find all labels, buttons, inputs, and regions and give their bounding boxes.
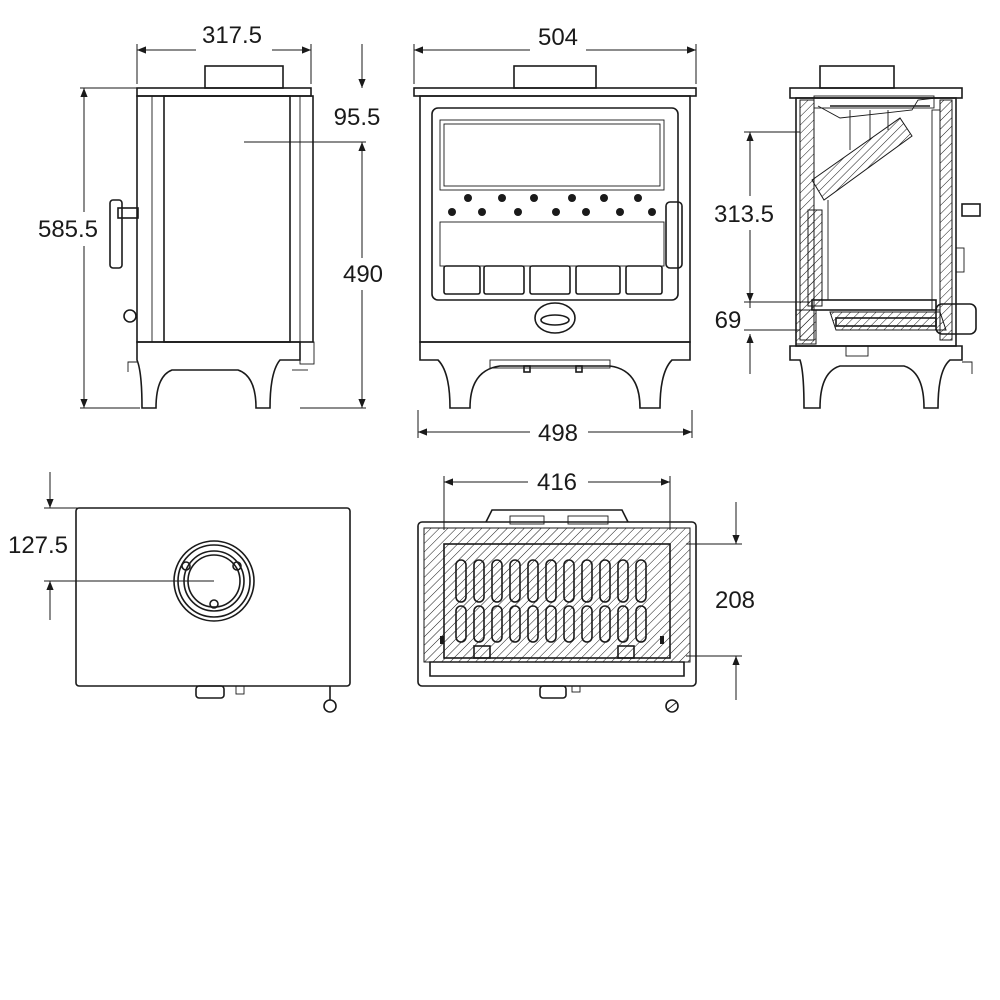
dim-side-height: 585.5 bbox=[38, 216, 98, 243]
dim-side-leg-height: 490 bbox=[343, 261, 383, 288]
dim-side-width: 317.5 bbox=[202, 22, 262, 49]
dim-firebox-width: 416 bbox=[537, 469, 577, 496]
dim-front-top-width: 504 bbox=[538, 24, 578, 51]
fireback-slots bbox=[455, 559, 647, 643]
dimension-lines bbox=[44, 44, 810, 700]
dim-firebox-depth: 208 bbox=[715, 587, 755, 614]
airwash-holes bbox=[448, 194, 656, 216]
dim-plan-flue-offset: 127.5 bbox=[8, 532, 68, 559]
dim-side-top-offset: 95.5 bbox=[334, 104, 381, 131]
section-view bbox=[789, 65, 981, 409]
side-view bbox=[109, 65, 315, 409]
front-view bbox=[413, 65, 697, 409]
dim-front-base-width: 498 bbox=[538, 420, 578, 447]
dim-section-flue-height: 313.5 bbox=[714, 201, 774, 228]
dim-section-hearth-height: 69 bbox=[715, 307, 742, 334]
firebox-plan-view bbox=[417, 509, 697, 713]
plan-view bbox=[75, 507, 351, 713]
